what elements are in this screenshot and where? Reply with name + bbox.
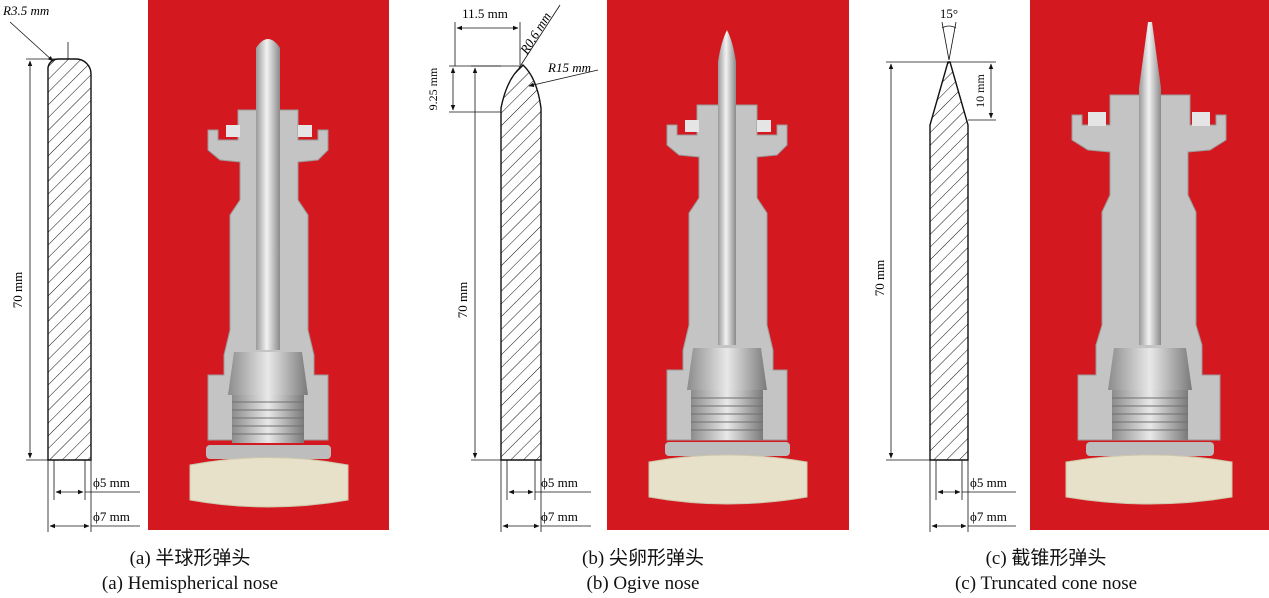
caption-a: (a) 半球形弹头 (a) Hemispherical nose [0,546,400,596]
photo-hemispherical [148,0,389,530]
nose-projectile [256,39,280,350]
dim-inner-diameter: ϕ5 mm [970,475,1007,490]
photo-truncated-cone [1030,0,1269,530]
dim-nose-length: 10 mm [973,74,987,108]
dim-inner-diameter: ϕ5 mm [541,475,578,490]
caption-cn: (b) 尖卵形弹头 [582,548,704,569]
panel-c: 15° 10 mm 70 mm ϕ5 mm ϕ7 mm [846,0,1269,598]
dim-inner-diameter: ϕ5 mm [93,475,130,490]
nut [228,352,308,395]
caption-c: (c) 截锥形弹头 (c) Truncated cone nose [836,546,1256,596]
dim-outer-diameter: ϕ7 mm [970,509,1007,524]
nut [687,348,767,390]
panel-b: 11.5 mm R0.6 mm R15 mm 9.25 mm 70 mm ϕ5 … [423,0,849,598]
caption-en: (c) Truncated cone nose [954,573,1138,594]
base-plate [1086,442,1214,456]
projectile-profile [500,64,542,461]
dim-tip-radius: R0.6 mm [516,9,554,57]
dim-outer-diameter: ϕ7 mm [541,509,578,524]
nut [1108,348,1192,390]
caption-en: (a) Hemispherical nose [101,573,279,594]
dim-length: 70 mm [872,260,887,296]
base-plate [665,442,790,456]
caption-cn: (a) 半球形弹头 [129,548,251,569]
projectile-profile [929,61,969,461]
dim-nose-width: 11.5 mm [462,6,508,21]
caption-en: (b) Ogive nose [586,573,700,594]
projectile-profile [47,58,92,461]
drawing-ogive: 11.5 mm R0.6 mm R15 mm 9.25 mm 70 mm ϕ5 … [426,4,599,532]
dim-length: 70 mm [10,272,25,308]
panel-a: 70 mm R3.5 mm ϕ5 mm ϕ7 mm (a) 半球形弹头 (a) … [0,0,423,598]
dim-outer-diameter: ϕ7 mm [93,509,130,524]
dim-nose-length: 9.25 mm [426,67,440,110]
drawing-truncated-cone: 15° 10 mm 70 mm ϕ5 mm ϕ7 mm [872,6,1016,532]
base-cap [648,454,808,505]
caption-b: (b) 尖卵形弹头 (b) Ogive nose [433,546,853,596]
caption-cn: (c) 截锥形弹头 [985,548,1107,569]
base-cap [1065,454,1233,505]
photo-ogive [607,0,849,530]
dim-length: 70 mm [455,282,470,318]
dim-ogive-radius: R15 mm [547,60,591,75]
thread [232,395,304,443]
drawing-hemispherical: 70 mm R3.5 mm ϕ5 mm ϕ7 mm [2,3,140,532]
nose-projectile [1139,22,1161,345]
dim-radius: R3.5 mm [2,3,49,18]
base-plate [206,445,331,459]
nose-projectile [718,30,736,345]
base-cap [189,457,349,508]
dim-angle: 15° [940,6,958,21]
